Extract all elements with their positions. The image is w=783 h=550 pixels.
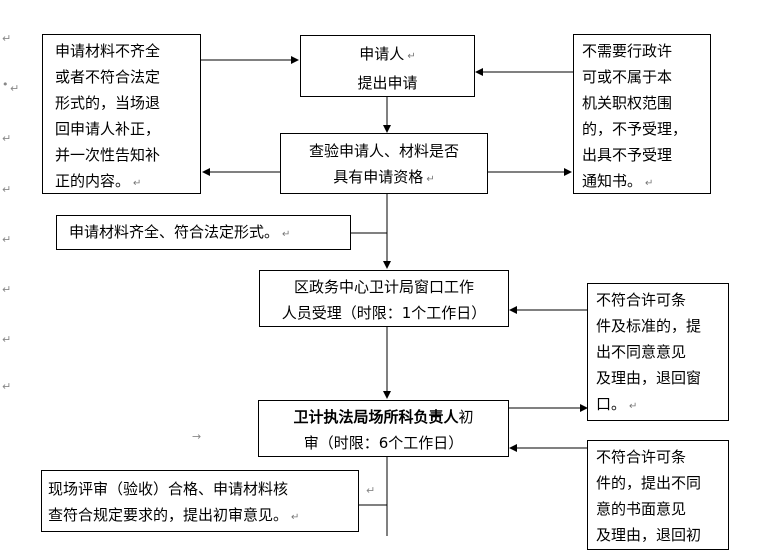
box-applicant: 申请人↵ 提出申请 [300, 35, 475, 97]
text-line: 口。 [596, 395, 627, 413]
margin-arrow-mark: → [192, 430, 202, 443]
text-line: 申请材料不齐全 [55, 42, 161, 60]
box-window-acceptance: 区政务中心卫计局窗口工作 人员受理（时限：1个工作日） [259, 270, 509, 327]
para-mark: ↵ [291, 512, 300, 523]
text-line: 具有申请资格 [333, 168, 424, 186]
text-line: 或者不符合法定 [55, 68, 161, 86]
margin-para-mark: ↵ [2, 183, 12, 196]
text-line: 初 [458, 408, 474, 426]
text-line: 不需要行政许 [582, 42, 673, 60]
text-line: 回申请人补正， [55, 120, 161, 138]
margin-para-mark: ↵ [2, 333, 12, 346]
text-line: 区政务中心卫计局窗口工作 [293, 278, 474, 296]
para-mark: ↵ [629, 401, 638, 412]
para-mark: ↵ [282, 229, 291, 240]
margin-dot-mark: • [2, 78, 9, 91]
box-disagree-opinion: 不符合许可条 件的，提出不同 意的书面意见 及理由，退回初 [587, 440, 729, 550]
text-line: 可或不属于本 [582, 68, 673, 86]
connector-layer [200, 56, 588, 536]
text-line: 现场评审（验收）合格、申请材料核 [48, 480, 289, 498]
text-line: 意的书面意见 [596, 500, 687, 518]
box-not-accepted: 不需要行政许 可或不属于本 机关职权范围 的，不予受理， 出具不予受理 通知书。… [573, 34, 711, 194]
text-line: 并一次性告知补 [55, 146, 161, 164]
box-onsite-review: 现场评审（验收）合格、申请材料核 查符合规定要求的，提出初审意见。↵ [41, 470, 359, 532]
margin-para-mark: ↵ [2, 283, 12, 296]
text-line: 查符合规定要求的，提出初审意见。 [48, 506, 289, 524]
text-line: 正的内容。 [55, 172, 131, 190]
margin-para-mark: ↵ [2, 380, 12, 393]
text-line: 出具不予受理 [582, 146, 673, 164]
text-line: 形式的，当场退 [55, 94, 161, 112]
text-line: 人员受理（时限：1个工作日） [281, 304, 487, 322]
box-verify-qualification: 查验申请人、材料是否 具有申请资格↵ [280, 133, 488, 194]
para-mark: ↵ [645, 178, 654, 189]
text-line: 件的，提出不同 [596, 474, 702, 492]
para-mark: ↵ [407, 51, 416, 62]
text-line: 审（时限：6个工作日） [303, 434, 464, 452]
margin-para-mark: ↵ [2, 233, 12, 246]
para-mark: ↵ [426, 174, 435, 185]
box-condition-not-met: 不符合许可条 件及标准的，提 出不同意意见 及理由，退回窗 口。↵ [587, 283, 729, 421]
text-line: 申请材料齐全、符合法定形式。 [69, 223, 280, 241]
text-line: 不符合许可条 [596, 291, 687, 309]
margin-para-mark: ↵ [366, 484, 376, 497]
box-materials-complete: 申请材料齐全、符合法定形式。↵ [56, 215, 351, 250]
para-mark: ↵ [133, 178, 142, 189]
margin-para-mark: ↵ [2, 32, 12, 45]
text-line-bold: 卫计执法局场所科负责人 [293, 408, 459, 426]
text-line: 机关职权范围 [582, 94, 673, 112]
text-line: 提出申请 [357, 74, 418, 92]
text-line: 及理由，退回窗 [596, 369, 702, 387]
box-incomplete-materials: 申请材料不齐全 或者不符合法定 形式的，当场退 回申请人补正， 并一次性告知补 … [42, 34, 201, 194]
margin-para-mark: ↵ [10, 82, 20, 95]
text-line: 不符合许可条 [596, 448, 687, 466]
margin-para-mark: ↵ [2, 132, 12, 145]
text-line: 及理由，退回初 [596, 526, 702, 544]
text-line: 的，不予受理， [582, 120, 688, 138]
text-line: 出不同意意见 [596, 343, 687, 361]
text-line: 查验申请人、材料是否 [308, 142, 459, 160]
text-line: 申请人 [359, 45, 405, 63]
text-line: 件及标准的，提 [596, 317, 702, 335]
text-line: 通知书。 [582, 172, 643, 190]
box-preliminary-review: 卫计执法局场所科负责人初 审（时限：6个工作日） [258, 400, 509, 457]
